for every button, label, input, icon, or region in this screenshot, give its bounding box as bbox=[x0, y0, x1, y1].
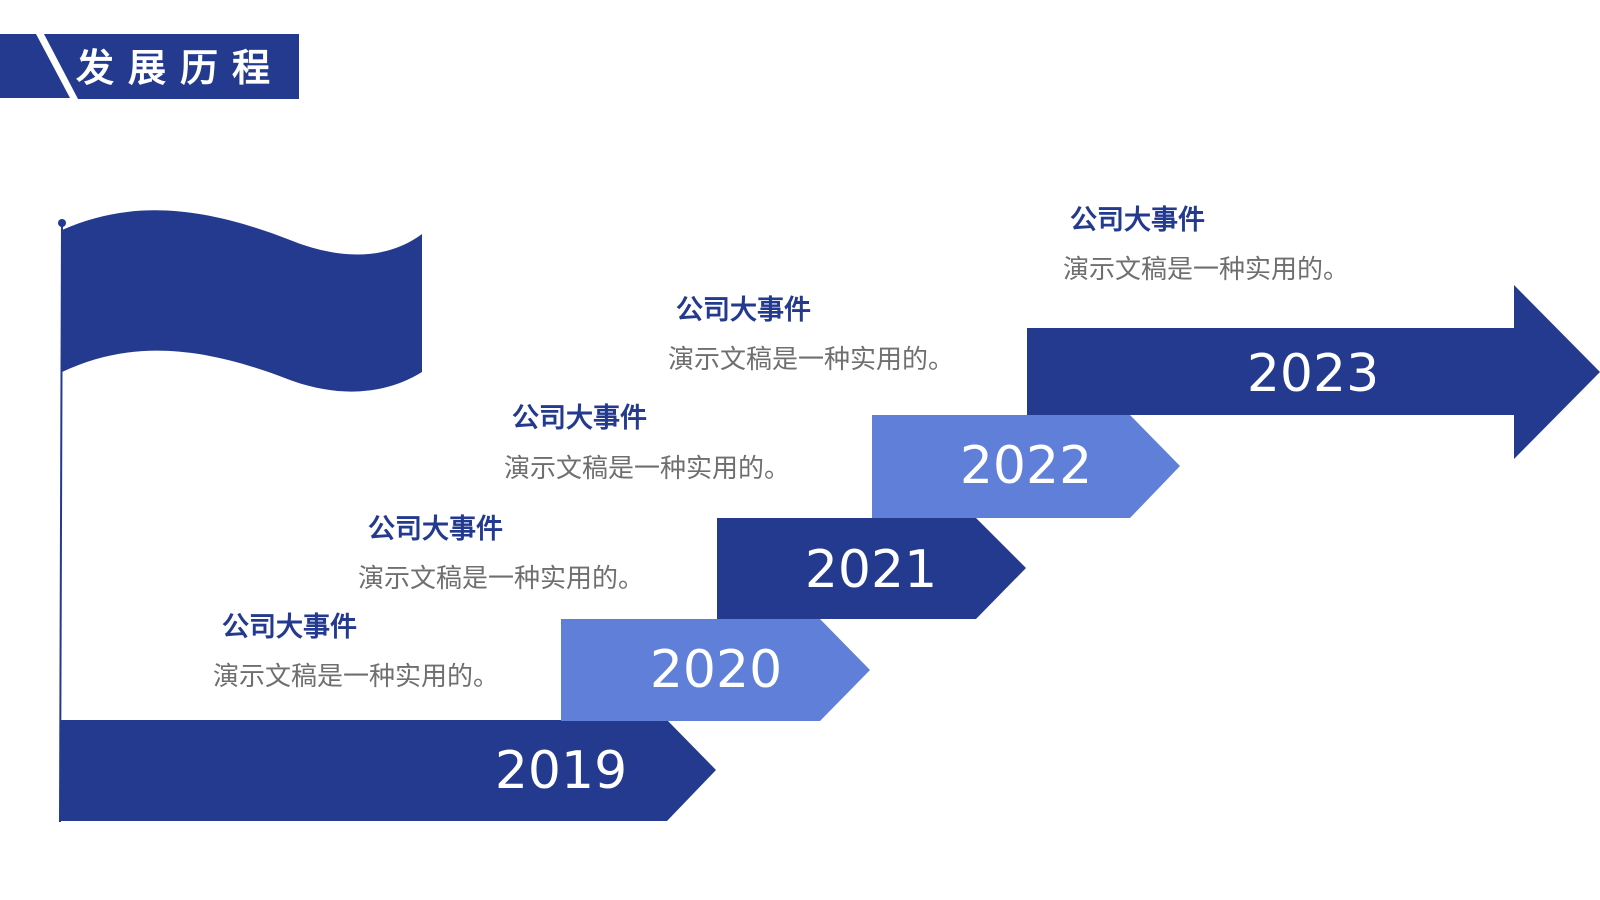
event-desc-2021b: 演示文稿是一种实用的。 bbox=[668, 345, 955, 375]
timeline-arrow-2023 bbox=[1027, 285, 1600, 459]
event-desc-2023: 演示文稿是一种实用的。 bbox=[1063, 255, 1350, 285]
header-banner bbox=[0, 34, 70, 98]
event-title-2023: 公司大事件 bbox=[1070, 205, 1205, 236]
event-desc-2022: 演示文稿是一种实用的。 bbox=[504, 454, 791, 484]
year-label-2021: 2021 bbox=[804, 540, 938, 600]
flag-pole-tip bbox=[58, 219, 66, 227]
flag-cloth bbox=[62, 210, 422, 392]
header-title-bar bbox=[44, 34, 299, 99]
timeline-arrow-2019 bbox=[60, 720, 716, 821]
event-title-2022: 公司大事件 bbox=[512, 403, 647, 434]
event-title-2021: 公司大事件 bbox=[368, 514, 503, 545]
year-label-2023: 2023 bbox=[1246, 344, 1380, 404]
event-desc-2021: 演示文稿是一种实用的。 bbox=[358, 564, 645, 594]
event-desc-2020: 演示文稿是一种实用的。 bbox=[213, 662, 500, 692]
timeline-arrow-2021 bbox=[717, 518, 1026, 619]
timeline-arrow-2022 bbox=[872, 415, 1180, 518]
year-label-2019: 2019 bbox=[494, 741, 628, 801]
page-title: 发展历程 bbox=[76, 46, 285, 90]
year-label-2020: 2020 bbox=[649, 640, 783, 700]
event-title-2020: 公司大事件 bbox=[222, 612, 357, 643]
event-title-2021b: 公司大事件 bbox=[676, 295, 811, 326]
timeline-arrow-2020 bbox=[561, 619, 870, 721]
year-label-2022: 2022 bbox=[959, 436, 1093, 496]
